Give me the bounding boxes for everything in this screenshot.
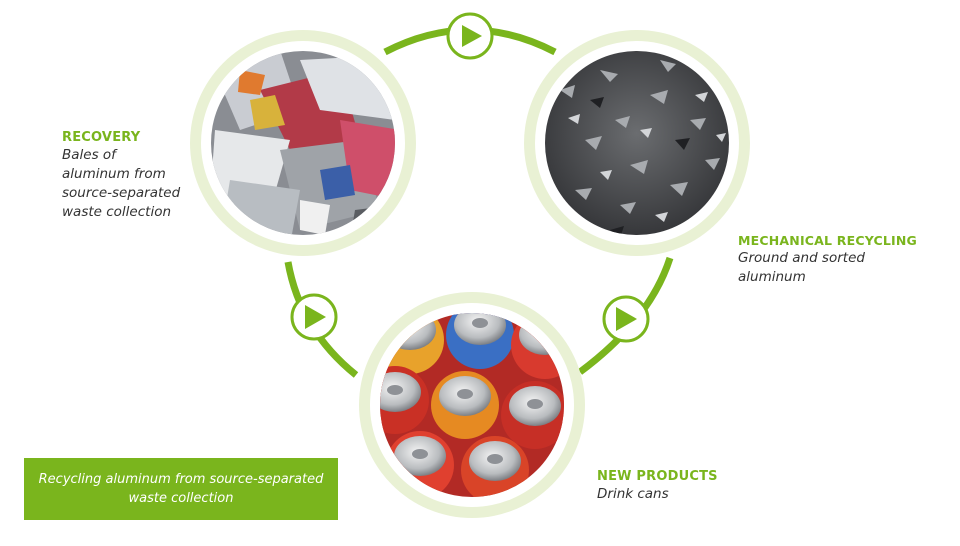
- caption-text: Recycling aluminum from source-separated…: [38, 472, 324, 506]
- stage-recovery: [190, 30, 416, 256]
- play-arrow-icon: [446, 12, 494, 60]
- mechanical-recycling-description: Ground and sorted aluminum: [738, 250, 865, 285]
- recovery-label: RECOVERY Bales of aluminum from source-s…: [62, 130, 202, 222]
- new-products-title: NEW PRODUCTS: [597, 469, 718, 484]
- caption-box: Recycling aluminum from source-separated…: [24, 458, 338, 520]
- mechanical-recycling-label: MECHANICAL RECYCLING Ground and sorted a…: [738, 233, 958, 287]
- stage-mechanical-recycling: [524, 30, 750, 256]
- play-arrow-icon: [602, 295, 650, 343]
- new-products-description: Drink cans: [597, 486, 669, 502]
- recovery-description: Bales of aluminum from source-separated …: [62, 147, 181, 220]
- mechanical-recycling-title: MECHANICAL RECYCLING: [738, 233, 918, 248]
- stage-new-products: [359, 292, 585, 518]
- play-arrow-icon: [290, 293, 338, 341]
- recovery-title: RECOVERY: [62, 130, 141, 145]
- ground-aluminum-shreds-photo: [545, 51, 729, 235]
- new-products-label: NEW PRODUCTS Drink cans: [597, 469, 797, 504]
